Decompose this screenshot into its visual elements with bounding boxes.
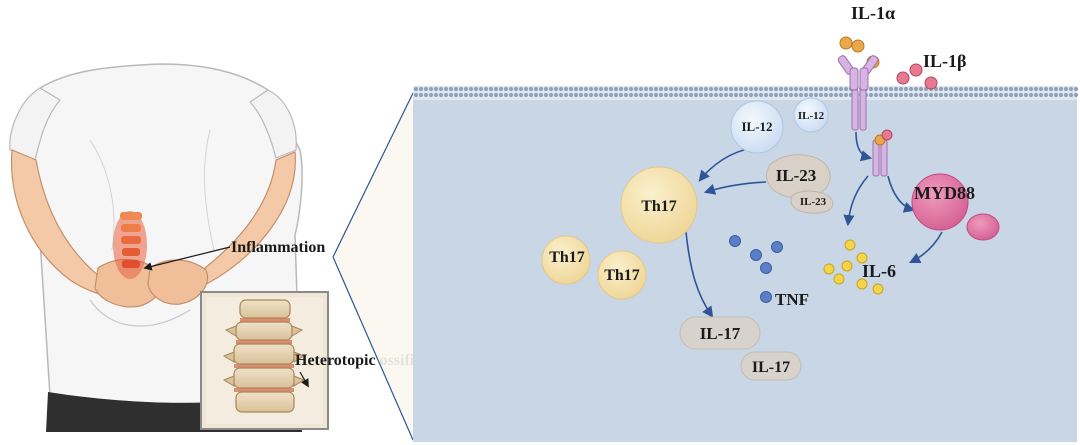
il1b-label: IL-1β [923, 51, 967, 71]
il1a-label: IL-1α [851, 3, 895, 23]
il12-large: IL-12 [730, 100, 784, 154]
ossification-pointer [299, 371, 309, 388]
il12-large-label: IL-12 [741, 119, 772, 134]
receptor-adaptor [872, 129, 893, 177]
il1b-dots [896, 63, 938, 90]
il1-receptor [837, 39, 879, 131]
il23-small: IL-23 [790, 190, 834, 214]
th17-a-label: Th17 [549, 249, 585, 266]
myd88-label: MYD88 [914, 183, 975, 203]
spine-inset [200, 291, 329, 430]
tnf-dots [729, 235, 783, 303]
il17-a-label: IL-17 [700, 324, 741, 343]
il23-large: IL-23 [765, 154, 831, 199]
th17-main-label: Th17 [641, 198, 677, 215]
inflammation-label: Inflammation [231, 239, 325, 256]
il17-b-label: IL-17 [752, 359, 790, 376]
th17-cell-a: Th17 [541, 235, 591, 285]
cell-membrane [413, 86, 1079, 98]
inflammation-glow [113, 211, 147, 279]
il6-dots [823, 239, 884, 295]
il12-small-label: IL-12 [798, 110, 825, 122]
inflammation-pointer [143, 246, 231, 271]
th17-main-cell: Th17 [620, 166, 698, 244]
th17-b-label: Th17 [604, 267, 640, 284]
th17-cell-b: Th17 [597, 250, 647, 300]
il17-b: IL-17 [740, 351, 802, 381]
il17-a: IL-17 [679, 316, 761, 350]
il23-small-label: IL-23 [800, 196, 827, 208]
il23-large-label: IL-23 [776, 166, 817, 185]
zoom-wedge [333, 93, 413, 440]
tnf-label: TNF [775, 290, 809, 309]
myd88-protein: MYD88 [911, 173, 1000, 241]
il12-small: IL-12 [793, 97, 829, 133]
il6-label: IL-6 [862, 261, 896, 281]
